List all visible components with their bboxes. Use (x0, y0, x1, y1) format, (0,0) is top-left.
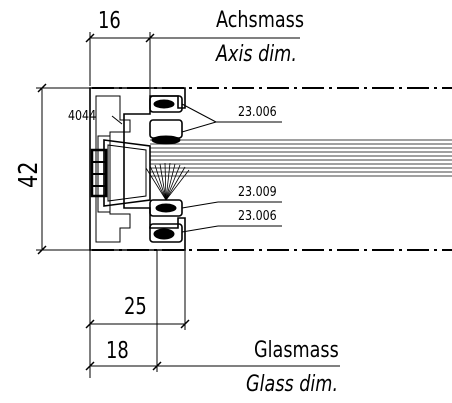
profile-outline (89, 87, 186, 251)
brush-label: 23.009 (238, 185, 277, 200)
leader-23009 (181, 201, 219, 209)
profile-label: 4044 (68, 109, 97, 124)
dim-25-label: 25 (124, 294, 147, 320)
axis-label-en: Axis dim. (216, 42, 297, 67)
seal-bottom-label: 23.006 (238, 209, 277, 224)
leader-23006-top-a (181, 103, 217, 123)
leader-23006-top-b (181, 121, 217, 133)
glass-label-de: Glasmass (254, 338, 339, 363)
glass-label-en: Glass dim. (246, 372, 339, 397)
seal-bottom (149, 223, 183, 243)
brush-fan (145, 162, 190, 201)
seal-top-label: 23.006 (238, 105, 277, 120)
leader-4044 (111, 115, 123, 125)
profile-inner (95, 95, 131, 243)
dim-18-label: 18 (106, 338, 129, 364)
axis-label-de: Achsmass (216, 8, 304, 33)
glass-pane (150, 139, 452, 177)
clamp-block (103, 139, 151, 207)
seal-top-lower (149, 119, 183, 139)
tick-16-right (145, 33, 155, 43)
leader-23006-bottom (181, 225, 219, 233)
tick-16-left (85, 33, 95, 43)
dim-16-label: 16 (98, 8, 121, 34)
dim-42-label: 42 (14, 161, 44, 188)
